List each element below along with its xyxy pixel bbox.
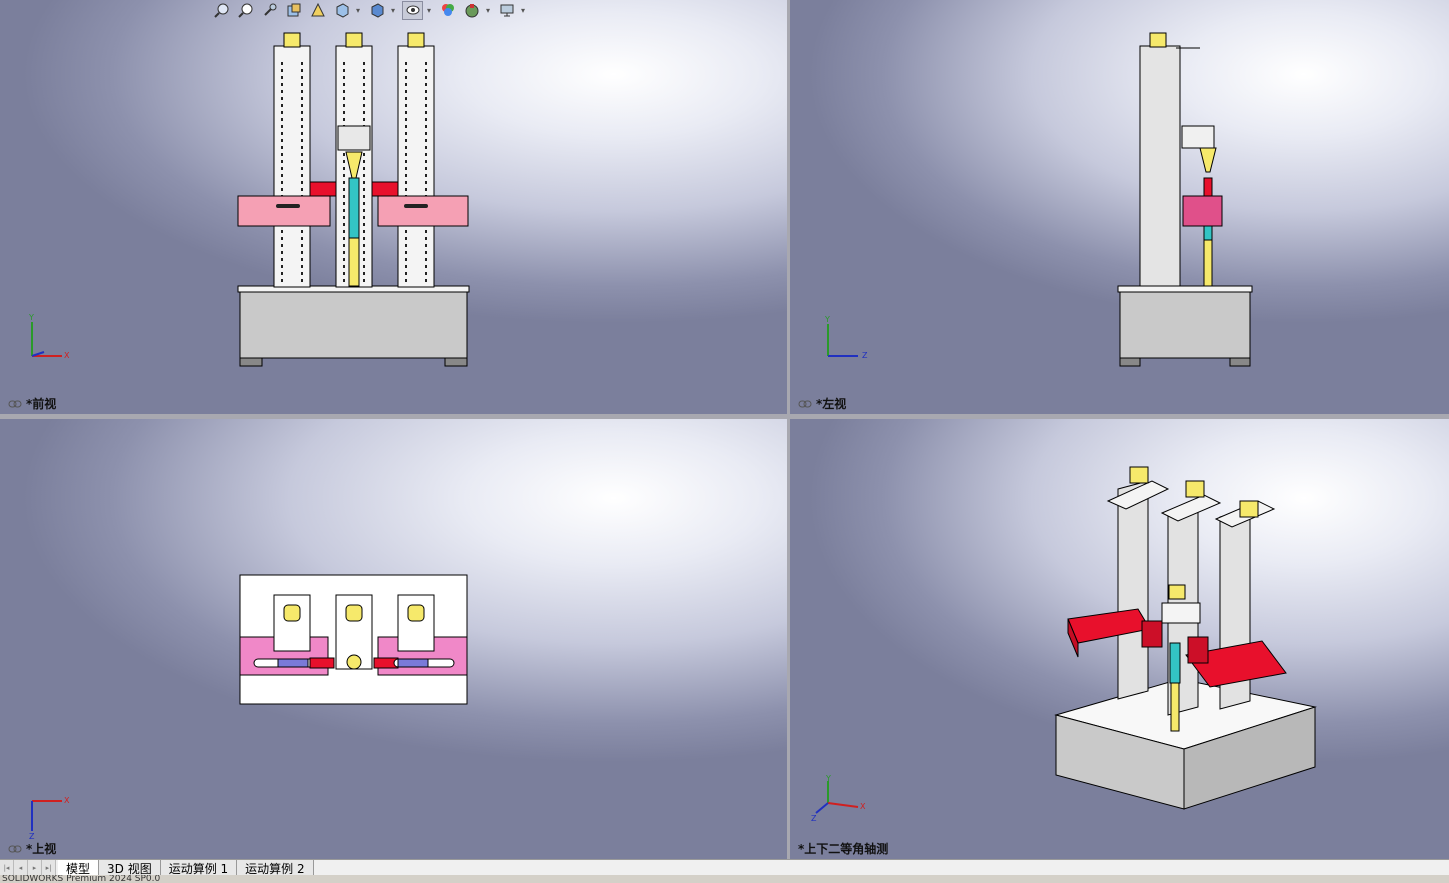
first-tab-icon[interactable]: |◂ xyxy=(0,860,14,876)
section-view-icon[interactable] xyxy=(284,1,304,19)
viewport-label-top: *上视 xyxy=(8,840,56,857)
apply-scene-icon[interactable] xyxy=(462,1,482,19)
view-settings-icon[interactable] xyxy=(497,1,517,19)
viewport-splitter-vertical[interactable] xyxy=(787,0,790,859)
status-bar: SOLIDWORKS Premium 2024 SP0.0 xyxy=(0,875,1449,883)
axis-label-z: Z xyxy=(862,351,868,360)
chevron-down-icon[interactable]: ▾ xyxy=(521,5,526,15)
viewport-label-front: *前视 xyxy=(8,395,56,412)
last-tab-icon[interactable]: ▸| xyxy=(42,860,56,876)
tab-model[interactable]: 模型 xyxy=(58,860,100,876)
viewport-label-iso: *上下二等角轴测 xyxy=(798,840,888,857)
axis-triad: Y X Z xyxy=(811,775,866,823)
axis-label-z: Z xyxy=(29,832,35,841)
link-icon xyxy=(798,400,812,407)
tab-3d-view[interactable]: 3D 视图 xyxy=(99,860,161,876)
view-name: *左视 xyxy=(816,397,847,411)
link-icon xyxy=(8,845,22,852)
dynamic-annotation-icon[interactable] xyxy=(308,1,328,19)
axis-label-z: Z xyxy=(811,814,817,823)
viewport-left[interactable]: Y Z *左视 xyxy=(790,0,1449,414)
viewport-front[interactable]: Y X *前视 ▾ ▾ ▾ ▾ ▾ xyxy=(0,0,787,414)
axis-triad: Y X xyxy=(28,313,70,360)
front-view-model xyxy=(237,32,470,367)
display-style-icon[interactable] xyxy=(367,1,387,19)
chevron-down-icon[interactable]: ▾ xyxy=(427,5,432,15)
viewport-iso[interactable]: Y X Z *上下二等角轴测 xyxy=(790,419,1449,859)
axis-label-x: X xyxy=(64,796,70,805)
chevron-down-icon[interactable]: ▾ xyxy=(391,5,396,15)
view-orientation-icon[interactable] xyxy=(332,1,352,19)
viewport-label-left: *左视 xyxy=(798,395,846,412)
top-view-model xyxy=(239,574,468,705)
prev-tab-icon[interactable]: ◂ xyxy=(14,860,28,876)
edit-appearance-icon[interactable] xyxy=(438,1,458,19)
tab-navigation: |◂ ◂ ▸ ▸| xyxy=(0,860,58,876)
chevron-down-icon[interactable]: ▾ xyxy=(356,5,361,15)
left-view-model xyxy=(1117,32,1253,367)
tab-motion-study-2[interactable]: 运动算例 2 xyxy=(237,860,314,876)
hide-show-icon[interactable] xyxy=(402,0,423,20)
link-icon xyxy=(8,400,22,407)
heads-up-toolbar: ▾ ▾ ▾ ▾ ▾ xyxy=(212,0,528,20)
axis-label-y: Y xyxy=(28,313,34,322)
chevron-down-icon[interactable]: ▾ xyxy=(486,5,491,15)
axis-label-y: Y xyxy=(824,315,830,324)
viewport-top[interactable]: X Z *上视 xyxy=(0,419,787,859)
view-name: *上视 xyxy=(26,842,57,856)
axis-triad: X Z xyxy=(29,796,70,841)
axis-label-x: X xyxy=(64,351,70,360)
axis-label-x: X xyxy=(860,802,866,811)
axis-triad: Y Z xyxy=(824,315,868,360)
previous-view-icon[interactable] xyxy=(260,1,280,19)
view-name: *前视 xyxy=(26,397,57,411)
next-tab-icon[interactable]: ▸ xyxy=(28,860,42,876)
view-name: *上下二等角轴测 xyxy=(798,842,889,856)
iso-view-model xyxy=(1054,466,1317,810)
model-tab-bar: |◂ ◂ ▸ ▸| 模型 3D 视图 运动算例 1 运动算例 2 xyxy=(0,859,1449,876)
viewport-splitter-horizontal[interactable] xyxy=(0,414,1449,419)
zoom-to-fit-icon[interactable] xyxy=(212,1,232,19)
zoom-area-icon[interactable] xyxy=(236,1,256,19)
axis-label-y: Y xyxy=(825,775,831,783)
tab-motion-study-1[interactable]: 运动算例 1 xyxy=(160,860,238,876)
